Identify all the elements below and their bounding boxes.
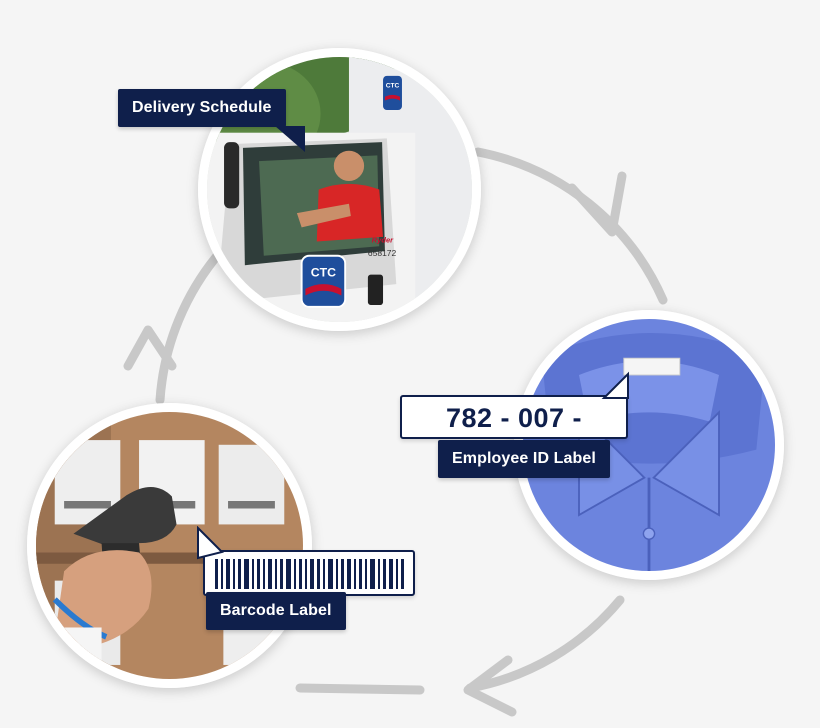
employee-id-sample-label: 782 - 007 - SMITH bbox=[400, 395, 628, 475]
label-pointer bbox=[601, 371, 629, 399]
barcode-label-text: Barcode Label bbox=[220, 602, 332, 619]
barcode-sample-label bbox=[203, 550, 415, 596]
cycle-arc bbox=[155, 245, 227, 405]
arrow-head bbox=[463, 655, 517, 717]
cycle-arc bbox=[473, 147, 668, 305]
roof-ctc-logo: CTC bbox=[383, 75, 402, 110]
arrow-head bbox=[567, 171, 627, 237]
svg-text:CTC: CTC bbox=[311, 266, 336, 280]
svg-text:CTC: CTC bbox=[386, 82, 400, 89]
svg-text:Ryder: Ryder bbox=[372, 236, 394, 245]
arrow-head bbox=[123, 325, 177, 371]
delivery-schedule-tag: Delivery Schedule bbox=[118, 89, 286, 127]
barcode-label-tag: Barcode Label bbox=[206, 592, 346, 630]
barcode-icon bbox=[215, 559, 404, 589]
cycle-arc bbox=[295, 683, 425, 695]
tag-pointer bbox=[275, 126, 305, 152]
employee-id-label-tag: Employee ID Label bbox=[438, 440, 610, 478]
barcode-pointer bbox=[197, 526, 224, 560]
delivery-schedule-text: Delivery Schedule bbox=[132, 99, 272, 116]
employee-id-label-text: Employee ID Label bbox=[452, 450, 596, 467]
cycle-arc bbox=[465, 595, 625, 693]
svg-text:658172: 658172 bbox=[368, 248, 397, 258]
barcode-scanner-photo bbox=[27, 403, 312, 688]
door-ctc-logo: CTC bbox=[300, 254, 347, 308]
shirt-collar-photo bbox=[514, 310, 784, 580]
